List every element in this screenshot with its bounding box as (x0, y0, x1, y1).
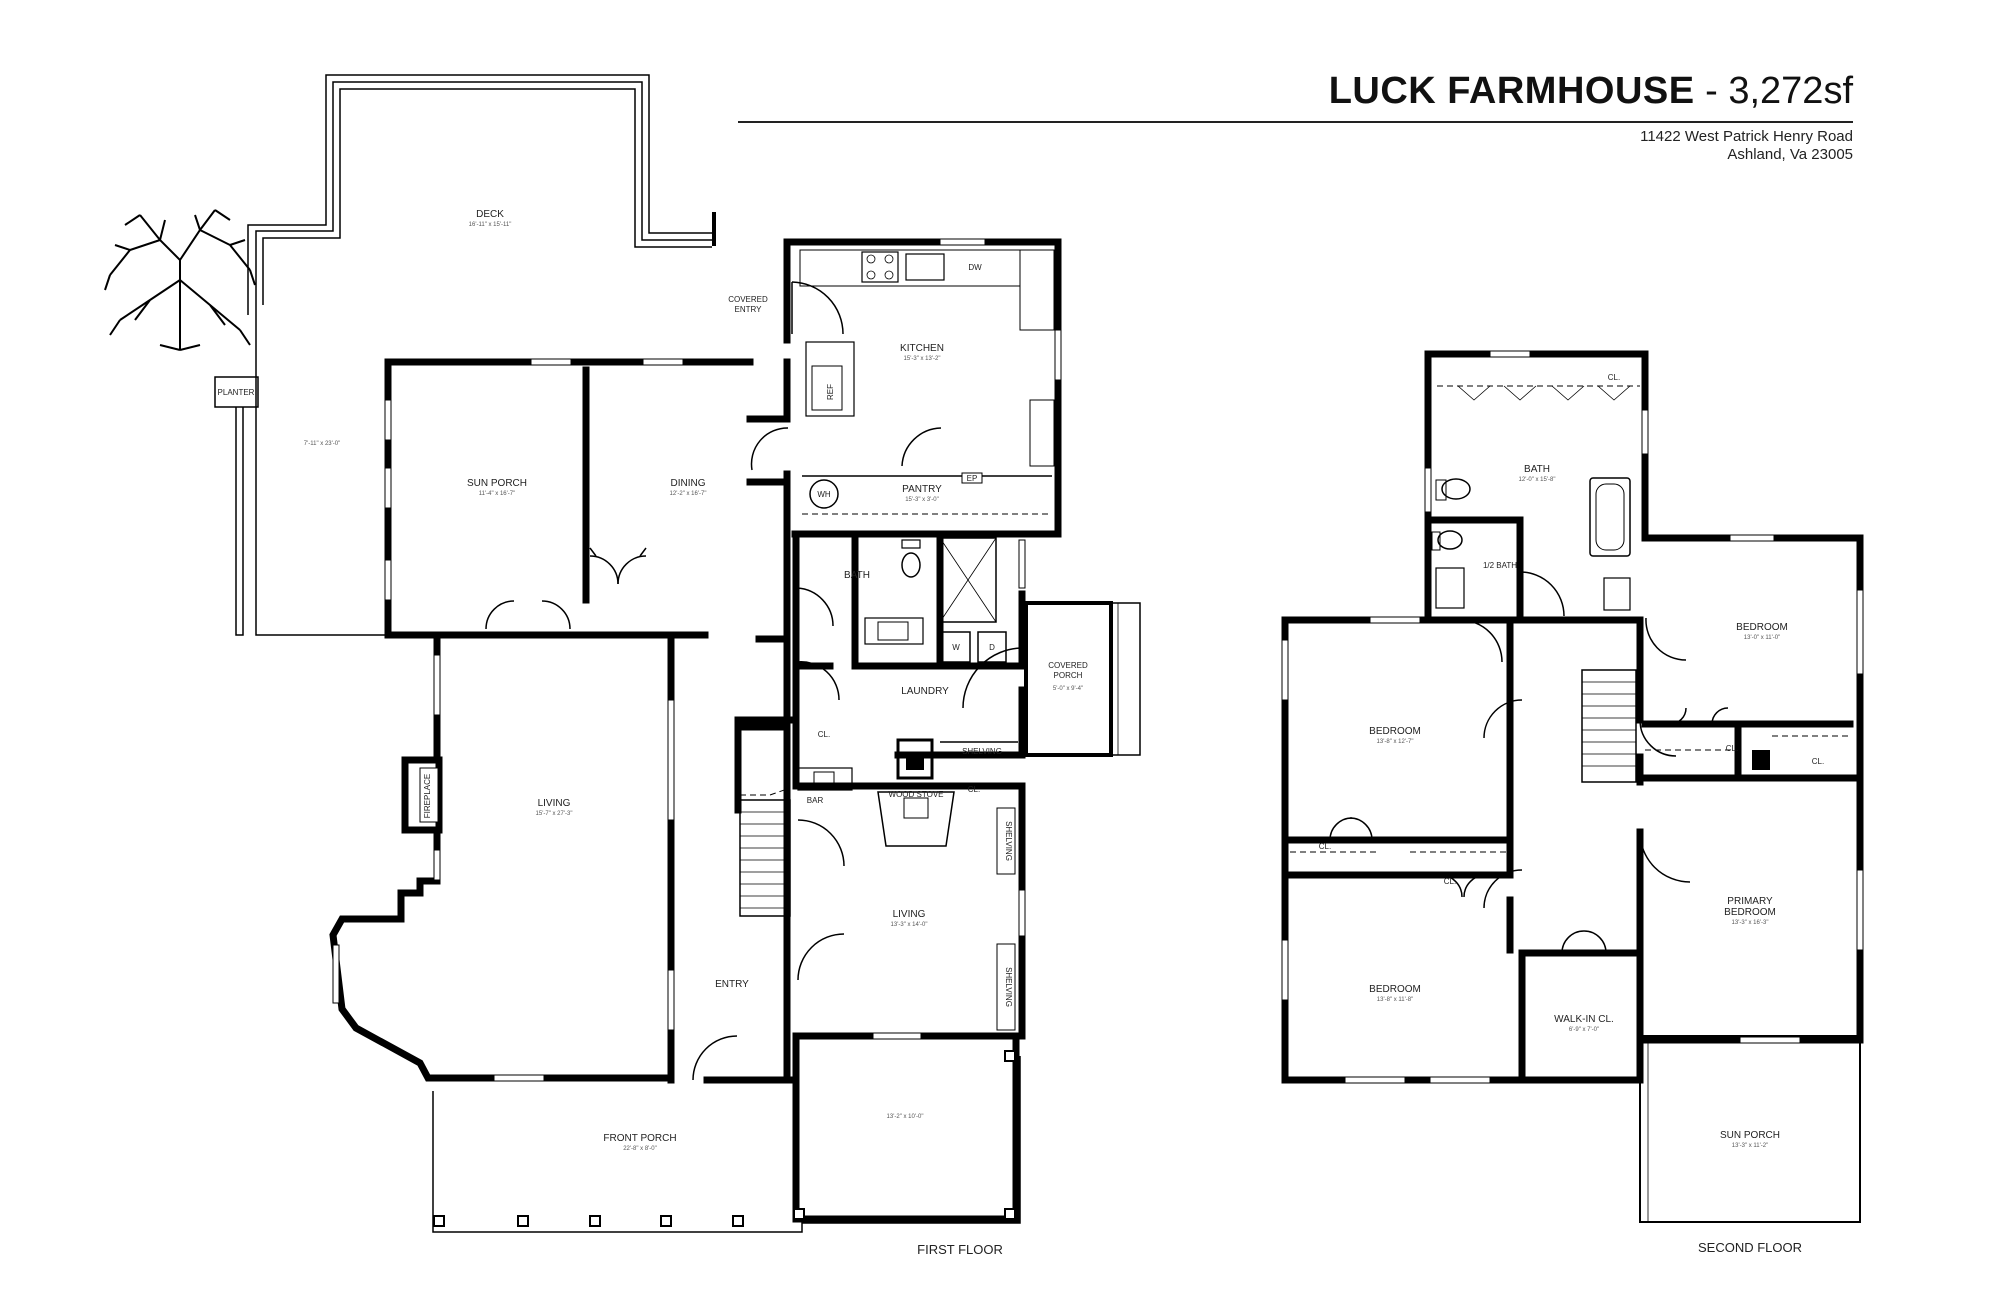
second-floor-sun-porch-outline (1639, 1035, 1861, 1223)
primary-bedroom-line2: BEDROOM (1724, 907, 1776, 918)
closet-2f-label-4: CL. (1726, 744, 1738, 753)
property-area: - 3,272sf (1694, 70, 1853, 112)
walk-in-closet-name: WALK-IN CL. (1554, 1014, 1614, 1025)
living-main-dim: 15'-7" x 27'-3" (536, 811, 573, 817)
shelving-label: SHELVING (962, 747, 1002, 756)
bedroom-nw-name: BEDROOM (1369, 726, 1421, 737)
first-floor-bath-fixtures (864, 537, 997, 645)
primary-bedroom-dim: 13'-3" x 16'-3" (1732, 920, 1769, 926)
deck-dim: 16'-11" x 15'-11" (469, 222, 512, 228)
second-floor-plan: BATH 12'-0" x 15'-8" 1/2 BATH BEDROOM 13… (1281, 350, 1864, 1255)
fireplace-label: FIREPLACE (423, 774, 432, 818)
property-name: LUCK FARMHOUSE (1328, 70, 1695, 112)
sun-porch-2f-name: SUN PORCH (1720, 1130, 1780, 1141)
ref-label: REF (826, 384, 835, 400)
bedroom-ne-dim: 13'-0" x 11'-0" (1744, 635, 1780, 641)
bedroom-sw-dim: 13'-8" x 11'-8" (1377, 997, 1413, 1003)
primary-bedroom-line1: PRIMARY (1727, 896, 1773, 907)
covered-porch-outline (1024, 601, 1113, 757)
front-porch-side-dim: 13'-2" x 10'-0" (887, 1114, 924, 1120)
title-rule (738, 121, 1853, 123)
door-swings (485, 281, 1023, 1081)
planter-label: PLANTER (218, 388, 255, 397)
deck-outline (247, 74, 716, 315)
bedroom-ne-name: BEDROOM (1736, 622, 1788, 633)
walk-in-closet-dim: 6'-9" x 7'-0" (1569, 1027, 1599, 1033)
closet-2f-label-1: CL. (1608, 373, 1620, 382)
dryer (977, 631, 1007, 663)
dishwasher-label: DW (968, 263, 982, 272)
covered-porch-dim: 5'-0" x 9'-4" (1053, 686, 1083, 692)
front-porch-outline (432, 1050, 1021, 1233)
deck-name: DECK (476, 209, 504, 220)
half-bath-name: 1/2 BATH (1483, 561, 1517, 570)
washer (941, 631, 971, 663)
shelving-label-2: SHELVING (1004, 821, 1013, 861)
entry-name: ENTRY (715, 979, 749, 990)
sun-porch-dim: 11'-4" x 16'-7" (479, 491, 515, 497)
deck-side-dim: 7'-11" x 23'-0" (304, 441, 340, 447)
water-heater-label: WH (817, 490, 831, 499)
second-floor-bath-fixtures (1431, 477, 1631, 611)
washer-label: W (952, 643, 960, 652)
laundry-name: LAUNDRY (901, 686, 949, 697)
kitchen-dim: 15'-3" x 13'-2" (904, 356, 941, 362)
first-floor-windows (332, 238, 1062, 1082)
tree-icon (104, 209, 256, 351)
second-floor-door-swings (1329, 571, 1729, 954)
water-heater (809, 479, 839, 509)
kitchen-counters (799, 249, 1055, 467)
closet-label: CL. (818, 730, 830, 739)
front-porch-name: FRONT PORCH (603, 1133, 676, 1144)
second-floor-stairs (1581, 669, 1637, 783)
closet-label-2: CL. (968, 785, 980, 794)
bath-name: BATH (844, 570, 870, 581)
wood-stove-label: WOOD STOVE (889, 790, 944, 799)
pantry-dim: 15'-3" x 3'-0" (905, 497, 939, 503)
bath-2f-dim: 12'-0" x 15'-8" (1519, 477, 1556, 483)
second-floor-windows (1281, 350, 1864, 1084)
living-back-name: LIVING (893, 909, 926, 920)
title-block: LUCK FARMHOUSE - 3,272sf (1329, 70, 1853, 113)
closet-2f-label-5: CL. (1812, 757, 1824, 766)
bedroom-nw-dim: 13'-8" x 12'-7" (1377, 739, 1414, 745)
ep-label: EP (967, 474, 978, 483)
address-line-1: 11422 West Patrick Henry Road (1640, 128, 1853, 145)
dining-name: DINING (671, 478, 706, 489)
living-main-name: LIVING (538, 798, 571, 809)
dryer-label: D (989, 643, 995, 652)
closet-2f-label-3: CL. (1444, 877, 1456, 886)
first-floor-label: FIRST FLOOR (917, 1242, 1003, 1257)
sun-porch-name: SUN PORCH (467, 478, 527, 489)
first-floor-stairs (739, 787, 791, 917)
address: 11422 West Patrick Henry Road Ashland, V… (1640, 128, 1853, 164)
bar-label: BAR (807, 796, 824, 805)
bedroom-sw-name: BEDROOM (1369, 984, 1421, 995)
bath-2f-name: BATH (1524, 464, 1550, 475)
kitchen-name: KITCHEN (900, 343, 944, 354)
sun-porch-2f-dim: 13'-3" x 11'-2" (1732, 1143, 1768, 1149)
closet-2f-label-2: CL. (1319, 842, 1331, 851)
second-floor-label: SECOND FLOOR (1698, 1240, 1802, 1255)
address-line-2: Ashland, Va 23005 (1727, 146, 1853, 163)
front-porch-dim: 22'-8" x 8'-0" (623, 1146, 657, 1152)
first-floor-plan: PLANTER (104, 74, 1141, 1257)
living-back-dim: 13'-3" x 14'-0" (891, 922, 928, 928)
pantry-name: PANTRY (902, 484, 942, 495)
shelving-label-3: SHELVING (1004, 967, 1013, 1007)
dining-dim: 12'-2" x 16'-7" (670, 491, 707, 497)
